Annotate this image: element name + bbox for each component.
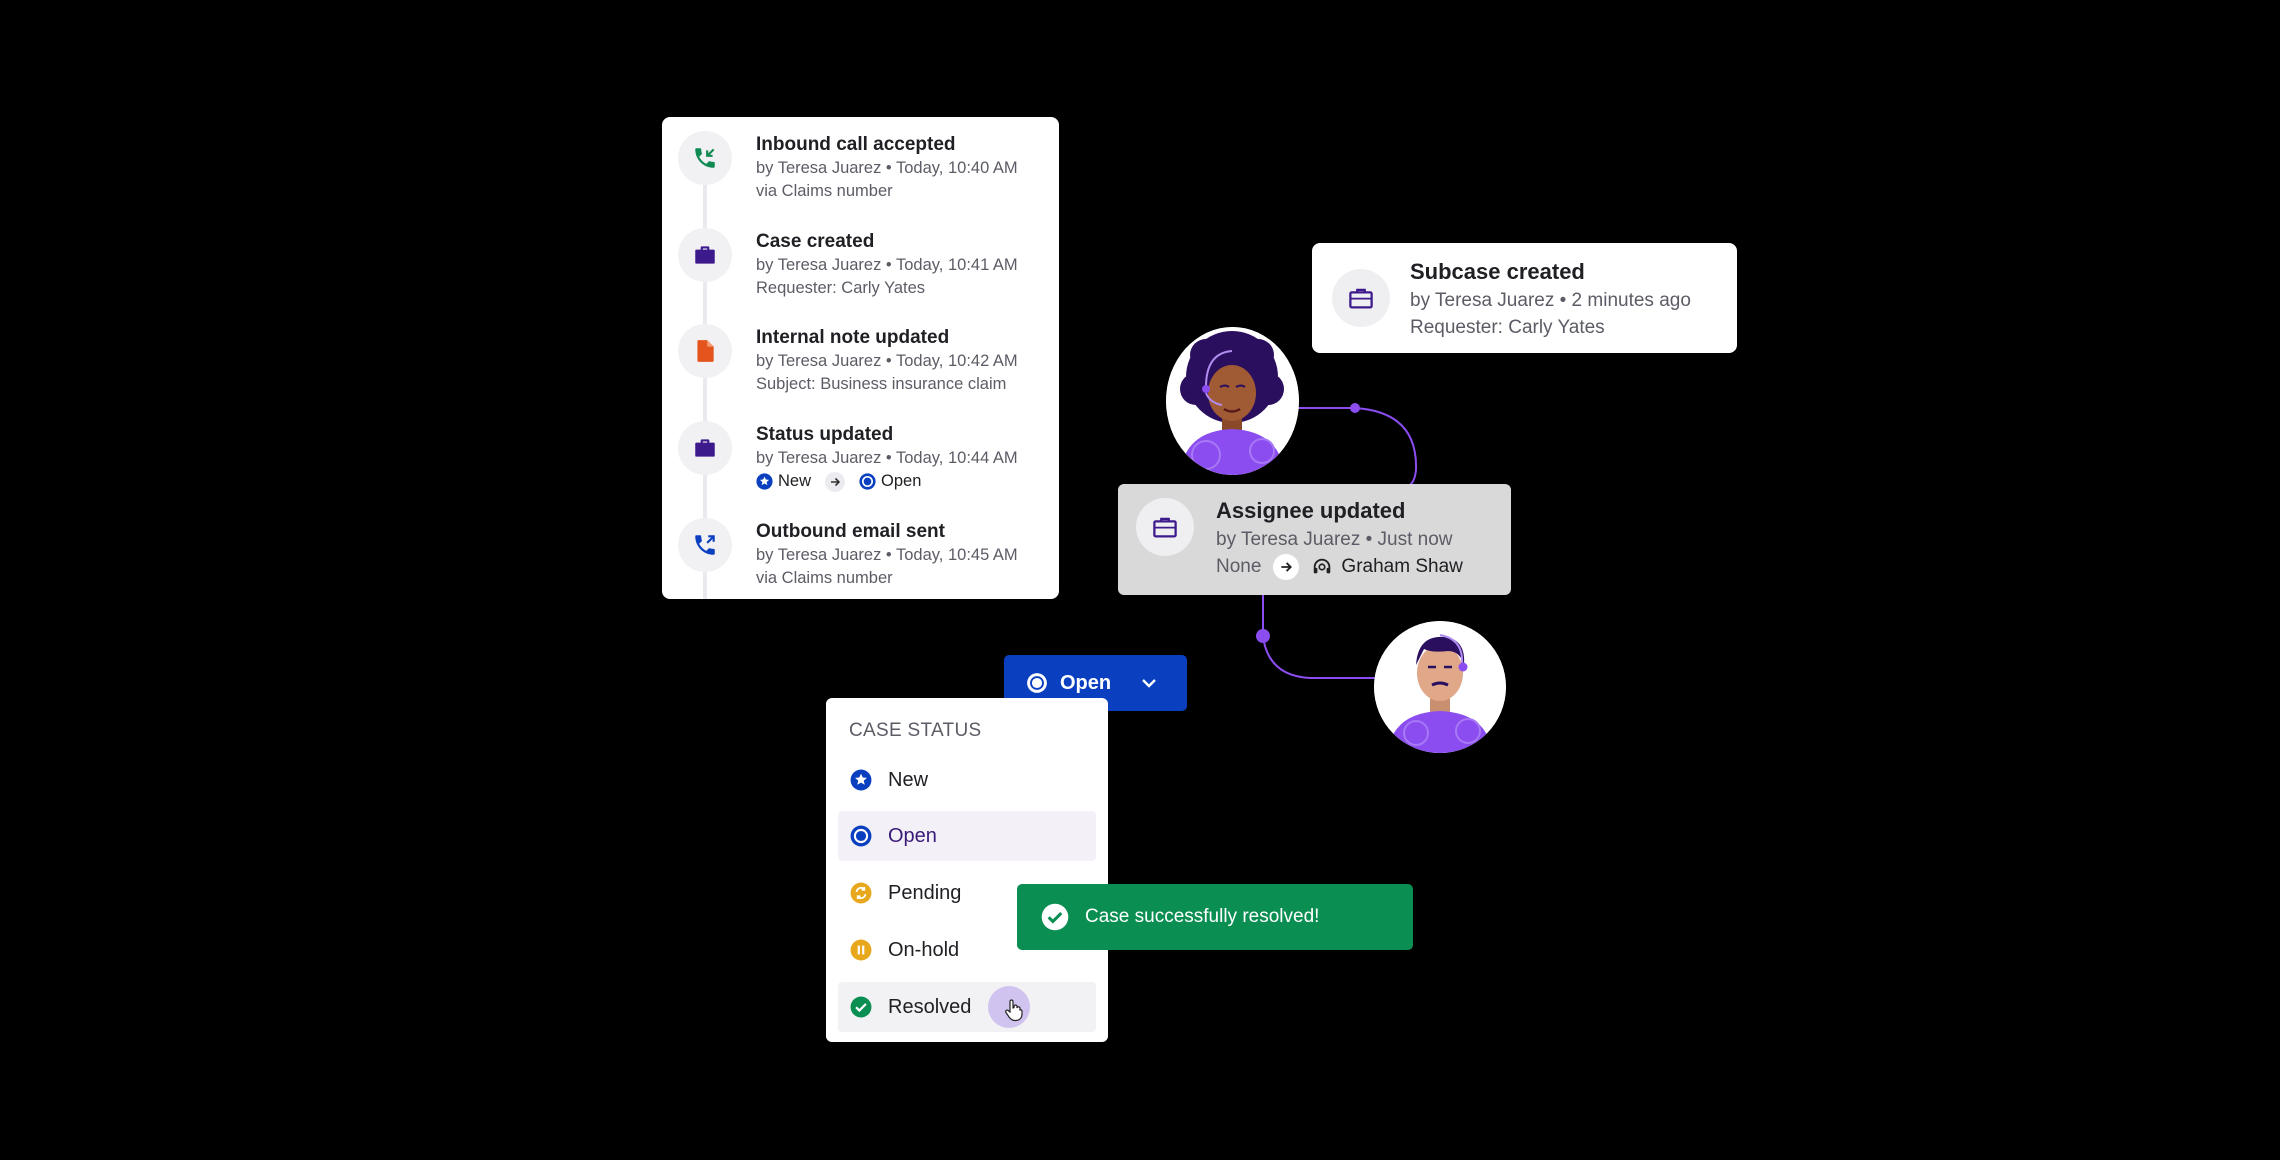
timeline-item-internal-note[interactable]: Internal note updated by Teresa Juarez •…	[678, 314, 1048, 404]
pending-icon	[850, 882, 872, 904]
status-option-label: On-hold	[888, 938, 960, 961]
case-status-menu: CASE STATUS New Open Pending	[826, 698, 1108, 1042]
case-status-header: CASE STATUS	[849, 720, 982, 741]
open-status-icon	[1027, 673, 1047, 693]
timeline-item-detail: Requester: Carly Yates	[756, 279, 926, 297]
toast-message: Case successfully resolved!	[1085, 906, 1320, 927]
timeline-item-status-updated[interactable]: Status updated by Teresa Juarez • Today,…	[678, 411, 1048, 501]
subcase-created-card[interactable]: Subcase created by Teresa Juarez • 2 min…	[1312, 243, 1737, 353]
hand-cursor-icon	[1005, 999, 1023, 1022]
timeline-item-inbound-call[interactable]: Inbound call accepted by Teresa Juarez •…	[678, 121, 1048, 211]
timeline-item-meta: by Teresa Juarez • Today, 10:44 AM	[756, 449, 1018, 467]
star-icon	[850, 769, 872, 791]
briefcase-outline-icon	[1332, 269, 1390, 327]
timeline-item-detail: Subject: Business insurance claim	[756, 375, 1007, 393]
inbound-call-icon	[678, 131, 732, 185]
avatar-teresa	[1166, 327, 1299, 475]
headset-icon	[1314, 558, 1331, 574]
assignee-to-label: Graham Shaw	[1341, 556, 1463, 577]
chevron-down-icon	[1142, 679, 1156, 688]
status-to-label: Open	[881, 472, 922, 490]
timeline-item-title: Status updated	[756, 424, 894, 445]
assignee-meta: by Teresa Juarez • Just now	[1216, 529, 1453, 550]
arrow-right-icon	[1273, 554, 1300, 580]
activity-timeline-card: Inbound call accepted by Teresa Juarez •…	[662, 117, 1059, 599]
timeline-item-meta: by Teresa Juarez • Today, 10:41 AM	[756, 256, 1018, 274]
avatar-graham	[1374, 621, 1506, 753]
timeline-item-detail: via Claims number	[756, 569, 893, 587]
timeline-item-title: Internal note updated	[756, 327, 950, 348]
success-toast: Case successfully resolved!	[1017, 884, 1413, 950]
timeline-item-detail: via Claims number	[756, 182, 893, 200]
subcase-title: Subcase created	[1410, 259, 1585, 284]
timeline-item-outbound-email[interactable]: Outbound email sent by Teresa Juarez • T…	[678, 508, 1048, 598]
open-status-icon	[859, 473, 876, 490]
arrow-right-icon	[825, 471, 846, 492]
timeline-item-case-created[interactable]: Case created by Teresa Juarez • Today, 1…	[678, 218, 1048, 308]
timeline-item-meta: by Teresa Juarez • Today, 10:45 AM	[756, 546, 1018, 564]
timeline-item-meta: by Teresa Juarez • Today, 10:42 AM	[756, 352, 1018, 370]
status-from: New	[756, 470, 811, 493]
check-circle-icon	[1041, 903, 1069, 931]
status-to: Open	[859, 470, 921, 493]
click-halo	[988, 986, 1030, 1028]
status-option-label: New	[888, 768, 929, 791]
briefcase-icon	[678, 228, 732, 282]
pause-icon	[850, 939, 872, 961]
status-option-new[interactable]: New	[838, 755, 1096, 805]
briefcase-icon	[678, 421, 732, 475]
assignee-from: None	[1216, 556, 1262, 577]
assignee-title: Assignee updated	[1216, 498, 1406, 523]
status-option-resolved[interactable]: Resolved	[838, 982, 1096, 1032]
assignee-to: Graham Shaw	[1311, 553, 1463, 581]
timeline-item-meta: by Teresa Juarez • Today, 10:40 AM	[756, 159, 1018, 177]
timeline-item-title: Outbound email sent	[756, 521, 945, 542]
timeline-item-title: Inbound call accepted	[756, 134, 956, 155]
status-option-pending[interactable]: Pending	[838, 868, 1096, 918]
check-icon	[850, 996, 872, 1018]
status-change-row: New Open	[756, 470, 1046, 493]
briefcase-outline-icon	[1136, 498, 1194, 556]
star-icon	[756, 473, 773, 490]
open-status-icon	[850, 825, 872, 847]
assignee-change-row: None Graham Shaw	[1216, 553, 1463, 581]
status-option-open[interactable]: Open	[838, 811, 1096, 861]
timeline-item-title: Case created	[756, 231, 875, 252]
subcase-detail: Requester: Carly Yates	[1410, 317, 1605, 338]
status-option-on-hold[interactable]: On-hold	[838, 925, 1096, 975]
document-icon	[678, 324, 732, 378]
subcase-meta: by Teresa Juarez • 2 minutes ago	[1410, 290, 1691, 311]
outbound-call-icon	[678, 518, 732, 572]
status-from-label: New	[778, 472, 812, 490]
status-option-label: Open	[888, 824, 937, 847]
status-option-label: Pending	[888, 881, 962, 904]
timeline-connector	[703, 173, 707, 599]
status-option-label: Resolved	[888, 995, 972, 1018]
assignee-updated-card[interactable]: Assignee updated by Teresa Juarez • Just…	[1118, 484, 1511, 595]
status-button-label: Open	[1060, 671, 1112, 694]
